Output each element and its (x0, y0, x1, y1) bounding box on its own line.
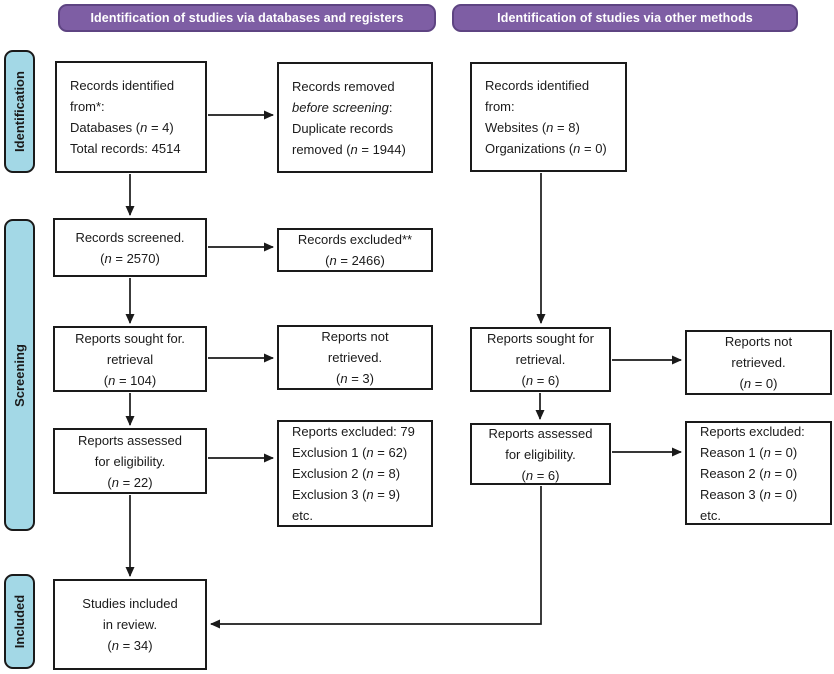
box-text-line: (n = 6) (521, 467, 560, 483)
box-text-line: from*: (70, 99, 105, 114)
box-records-removed-before-screening: Records removed before screening: Duplicat… (277, 62, 433, 173)
box-text-line: Organizations (n = 0) (485, 141, 607, 156)
box-text-line: (n = 6) (521, 373, 560, 388)
box-text-line: for eligibility. (94, 453, 166, 469)
box-text-line: Exclusion 2 (n = 8) (292, 466, 401, 481)
box-reports-sought-other: Reports sought for retrieval. (n = 6) (470, 327, 611, 392)
box-text-line: (n = 0) (739, 376, 778, 391)
box-text-line: (n = 3) (336, 371, 374, 386)
box-studies-included: Studies included in review. (n = 34) (53, 579, 207, 670)
box-text-line: Total records: 4514 (70, 141, 181, 156)
box-text-line: from: (485, 99, 515, 114)
box-text-line: Reports assessed (77, 432, 183, 448)
box-reports-excluded-reasons-other: Reports excluded: Reason 1 (n = 0) Reason … (685, 421, 832, 525)
box-text-line: Reason 2 (n = 0) (700, 465, 798, 481)
box-text-line: Duplicate records (292, 120, 394, 136)
box-text-line: Records removed (292, 78, 395, 94)
box-text-line: (n = 2570) (100, 250, 160, 266)
box-text-line: Records identified (485, 78, 590, 93)
box-text-line: Records screened. (75, 229, 185, 245)
box-text-line: Reason 3 (n = 0) (700, 486, 798, 502)
box-text-line: retrieval. (515, 352, 566, 367)
box-text-line: before screening: (292, 99, 393, 115)
box-text-line: Reports sought for. (75, 330, 185, 346)
box-reports-not-retrieved-databases: Reports not retrieved. (n = 3) (277, 325, 433, 390)
box-text-line: Records identified (70, 78, 175, 93)
box-records-screened: Records screened. (n = 2570) (53, 218, 207, 277)
box-reports-sought-databases: Reports sought for. retrieval (n = 104) (53, 326, 207, 392)
stage-screening: Screening (4, 219, 35, 531)
box-reports-excluded-reasons-databases: Reports excluded: 79 Exclusion 1 (n = 62)… (277, 420, 433, 527)
box-text-line: Reason 1 (n = 0) (700, 444, 798, 460)
stage-included-label: Included (12, 594, 28, 649)
header-databases-registers: Identification of studies via databases … (58, 4, 436, 32)
box-text-line: retrieved. (731, 355, 786, 370)
box-text-line: Websites (n = 8) (485, 120, 580, 135)
box-text-line: Databases (n = 4) (70, 120, 174, 135)
box-text-line: (n = 2466) (325, 253, 385, 268)
box-text-line: (n = 104) (103, 372, 157, 388)
stage-identification: Identification (4, 50, 35, 173)
box-text-line: for eligibility. (505, 446, 576, 462)
box-text-line: in review. (102, 617, 158, 632)
box-text-line: Exclusion 1 (n = 62) (292, 445, 408, 460)
box-text-line: removed (n = 1944) (292, 141, 406, 157)
header-other-methods: Identification of studies via other meth… (452, 4, 798, 32)
stage-included: Included (4, 574, 35, 669)
box-text-line: Reports excluded: 79 (292, 424, 415, 439)
box-text-line: Reports assessed (488, 425, 593, 441)
stage-identification-label: Identification (12, 71, 28, 152)
stage-screening-label: Screening (12, 343, 28, 407)
box-text-line: retrieval (106, 351, 154, 367)
box-records-excluded: Records excluded** (n = 2466) (277, 228, 433, 272)
box-reports-not-retrieved-other: Reports not retrieved. (n = 0) (685, 330, 832, 395)
box-text-line: etc. (292, 508, 313, 523)
box-text-line: Reports sought for (487, 331, 594, 346)
box-text-line: Records excluded** (297, 232, 413, 247)
box-text-line: retrieved. (327, 350, 383, 365)
box-reports-assessed-databases: Reports assessed for eligibility. (n = 22) (53, 428, 207, 494)
box-text-line: Reports excluded: (700, 423, 805, 439)
box-text-line: etc. (700, 507, 721, 523)
box-text-line: Exclusion 3 (n = 9) (292, 487, 401, 502)
box-text-line: (n = 34) (107, 638, 153, 653)
box-records-identified-databases: Records identified from*: Databases (n = 4… (55, 61, 207, 173)
box-text-line: Studies included (82, 596, 178, 611)
box-text-line: Reports not (724, 334, 793, 349)
box-records-identified-other: Records identified from: Websites (n = 8) O… (470, 62, 627, 172)
box-text-line: (n = 22) (107, 474, 153, 490)
box-text-line: Reports not (321, 329, 389, 344)
box-reports-assessed-other: Reports assessed for eligibility. (n = 6) (470, 423, 611, 485)
